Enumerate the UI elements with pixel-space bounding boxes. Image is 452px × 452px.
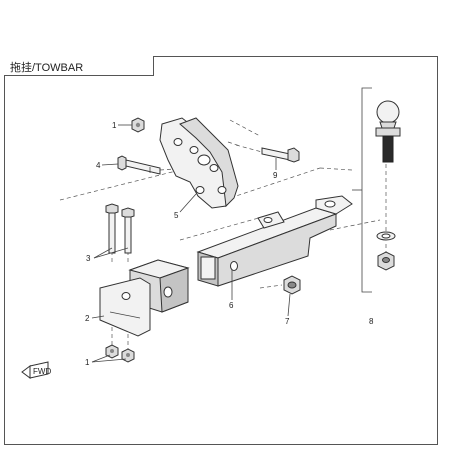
callout-7: 7 <box>285 317 290 326</box>
vertical-bolts <box>105 203 135 254</box>
callout-leaders <box>91 124 291 363</box>
diagram-frame <box>4 56 438 445</box>
nuts-bottom <box>105 344 135 363</box>
nut-top <box>131 117 145 133</box>
callout-2: 2 <box>85 314 90 323</box>
callout-1-top: 1 <box>112 121 117 130</box>
ball-nut <box>377 251 395 271</box>
diagram-title: 拖挂/TOWBAR <box>10 62 84 74</box>
mounting-bracket <box>159 117 239 209</box>
bolt-short <box>261 147 300 163</box>
callout-6: 6 <box>229 301 234 310</box>
callout-1-bottom: 1 <box>85 358 90 367</box>
callout-5: 5 <box>174 211 179 220</box>
callout-4: 4 <box>96 161 101 170</box>
draw-bar <box>196 195 353 287</box>
receiver-bracket <box>99 259 190 337</box>
ball-washer <box>376 231 396 241</box>
forward-indicator-stamp: FWD <box>21 361 51 379</box>
title-box: 拖挂/TOWBAR <box>4 56 154 76</box>
callout-3: 3 <box>86 254 91 263</box>
callout-9: 9 <box>273 171 278 180</box>
callout-labels: 1 4 5 9 3 2 1 6 7 8 <box>85 121 374 367</box>
ball-kit-group-box <box>352 87 372 293</box>
bolt-long <box>117 155 161 175</box>
hitch-ball <box>375 100 401 271</box>
stamp-text: FWD <box>33 367 51 376</box>
callout-8: 8 <box>369 317 374 326</box>
hitch-nut <box>283 275 301 295</box>
